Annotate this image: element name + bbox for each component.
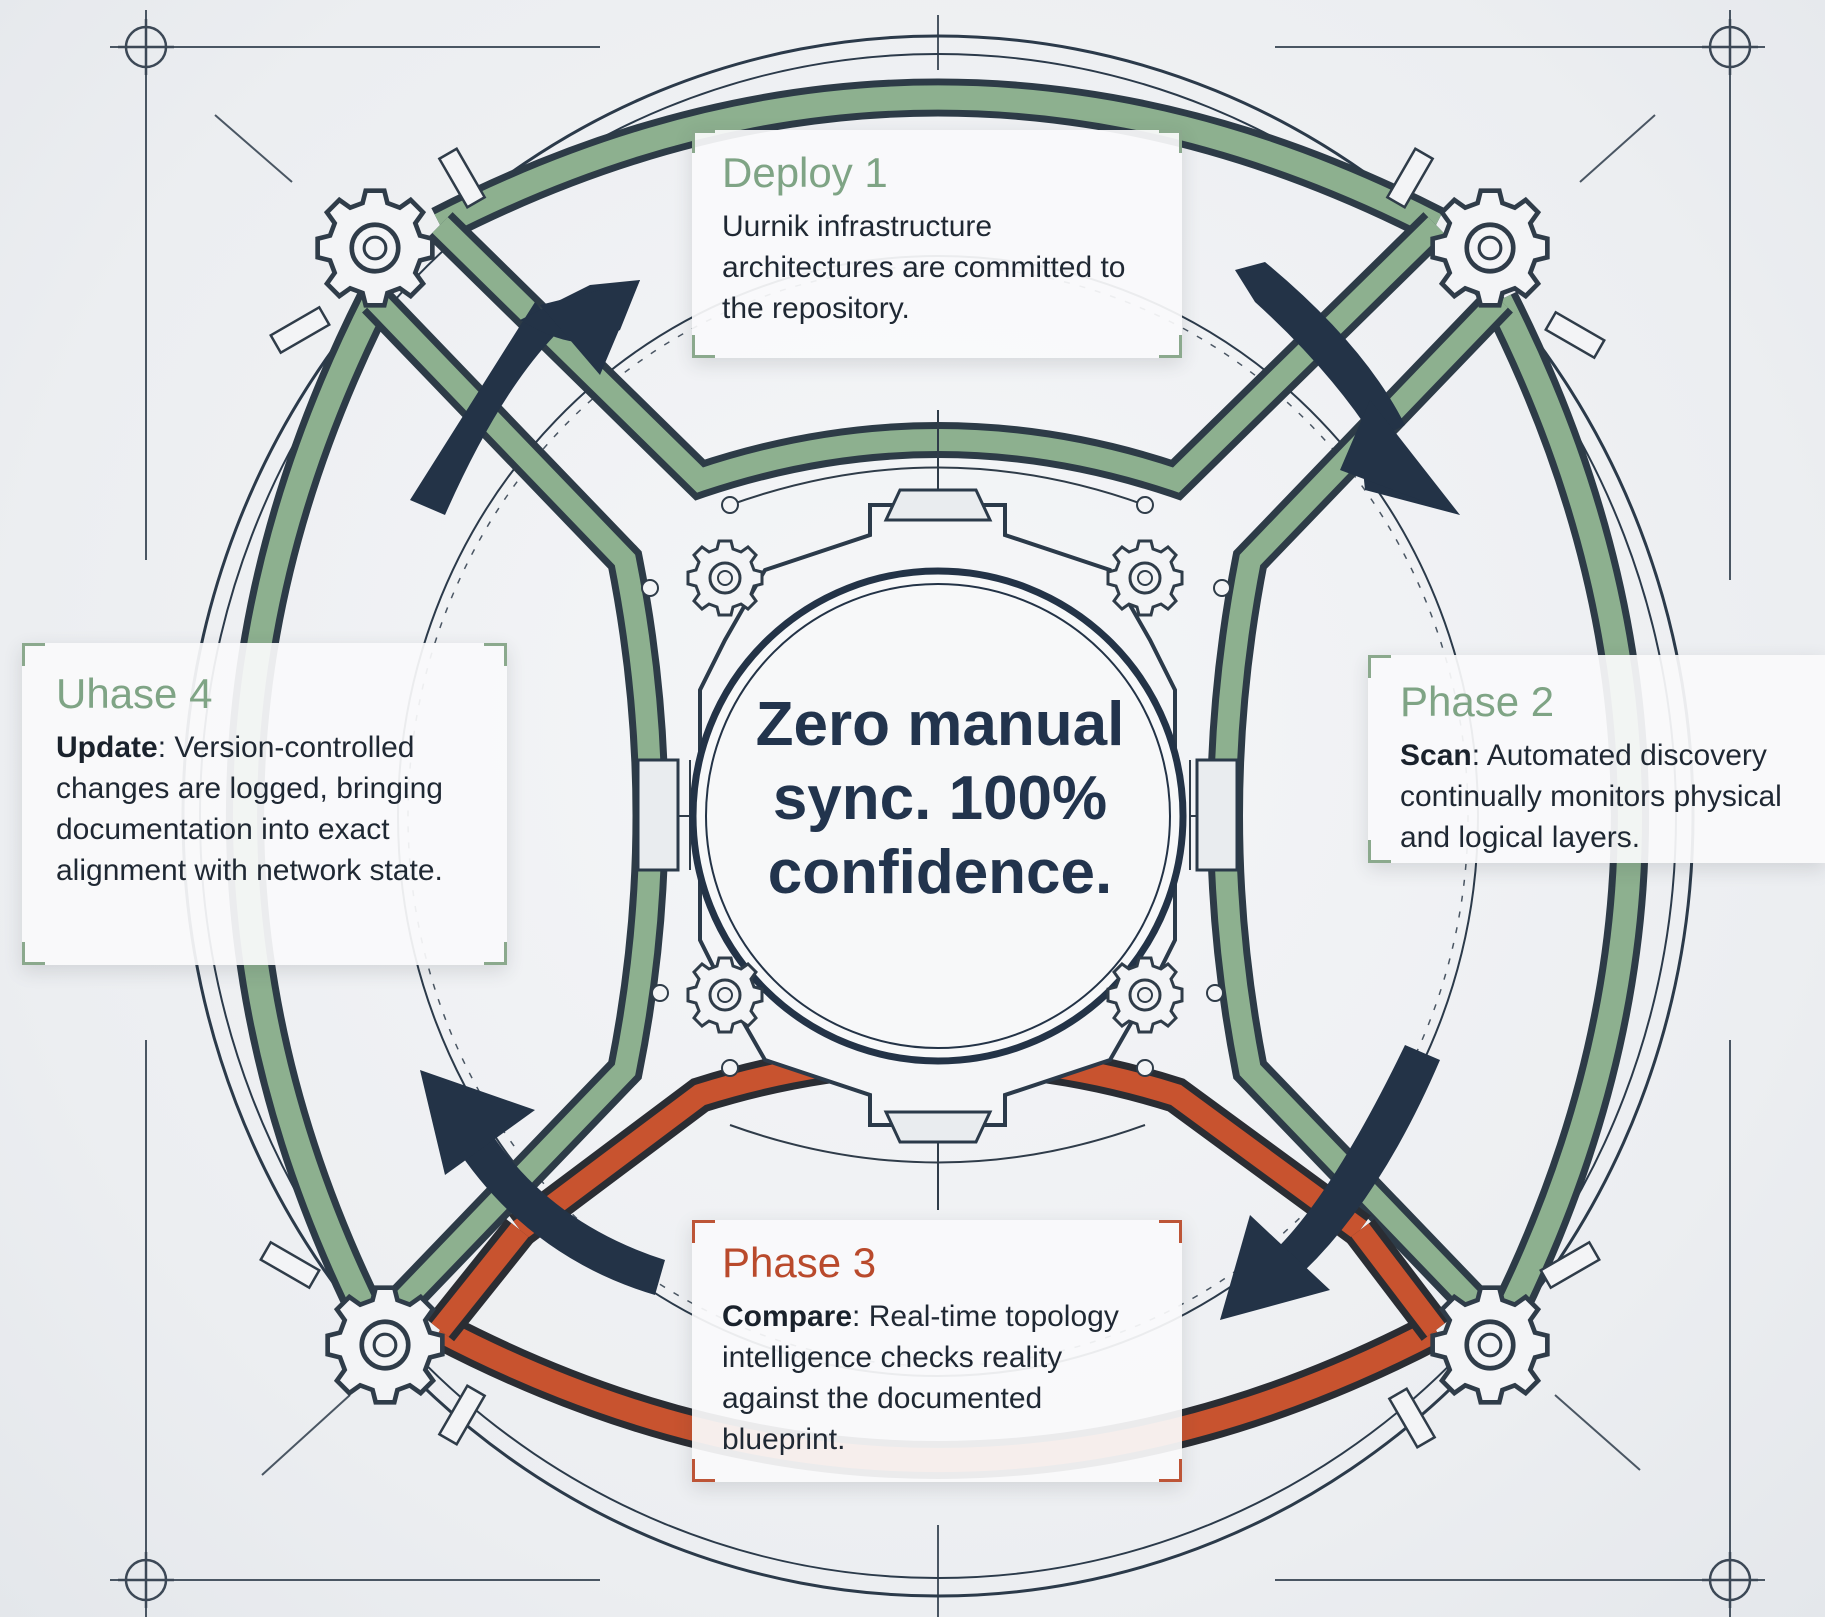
phase-card-compare: Phase 3 Compare: Real-time topology inte… <box>692 1220 1182 1482</box>
cycle-arrow-icon <box>410 262 1460 1320</box>
phase-card-update: Uhase 4 Update: Version-controlled chang… <box>22 643 507 965</box>
phase-card-scan: Phase 2 Scan: Automated discovery contin… <box>1368 655 1825 863</box>
phase-description: Update: Version-controlled changes are l… <box>56 731 443 887</box>
phase-description: Uurnik infrastructure architectures are … <box>722 210 1126 325</box>
center-hub <box>636 488 1239 1144</box>
frame-lines <box>110 10 1765 1617</box>
phase-description: Compare: Real-time topology intelligence… <box>722 1300 1119 1456</box>
phase-description: Scan: Automated discovery continually mo… <box>1400 739 1782 854</box>
phase-title: Phase 3 <box>722 1239 877 1286</box>
center-headline: Zero manual sync. 100% confidence. <box>755 690 1125 907</box>
crosshair-icon <box>118 19 1758 1608</box>
inner-cross <box>641 410 1231 1210</box>
phase-title: Uhase 4 <box>56 670 213 717</box>
phase-title: Deploy 1 <box>722 149 888 196</box>
phase-card-deploy: Deploy 1 Uurnik infrastructure architect… <box>692 130 1182 358</box>
phase-title: Phase 2 <box>1400 678 1555 725</box>
ring-clips <box>259 147 1606 1449</box>
